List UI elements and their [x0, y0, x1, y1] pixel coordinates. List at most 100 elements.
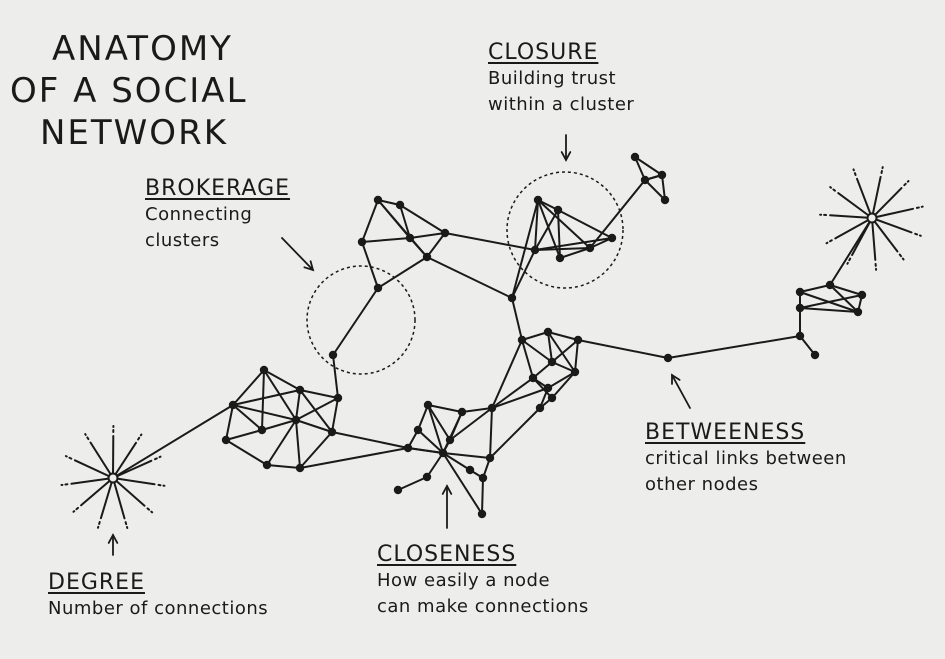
degree-hub-spoke	[60, 483, 69, 486]
network-edge	[829, 284, 863, 296]
network-node	[107, 472, 119, 484]
network-edge	[644, 179, 666, 201]
degree-hub-spoke	[112, 477, 156, 486]
degree-hub-spoke-right	[825, 239, 833, 245]
network-edge	[559, 247, 591, 259]
network-edge	[232, 369, 265, 406]
network-edge	[261, 419, 297, 431]
network-edge	[547, 371, 576, 389]
degree-hub-spoke	[89, 441, 114, 479]
network-nodes	[107, 152, 878, 519]
closure-desc-line-2: within a cluster	[488, 94, 635, 115]
network-node	[853, 307, 863, 317]
network-node	[485, 453, 495, 463]
network-node	[866, 212, 878, 224]
closure-arrow	[560, 134, 572, 162]
network-edge	[417, 404, 429, 431]
network-edge	[377, 199, 428, 258]
degree-hub-spoke-right	[914, 232, 922, 237]
network-edge	[799, 307, 859, 313]
network-edge	[532, 377, 553, 399]
network-edge	[417, 429, 444, 454]
network-edge	[399, 204, 446, 234]
closeness-label: CLOSENESS How easily a node can make con…	[377, 542, 589, 620]
degree-hub-spoke-right	[837, 192, 873, 219]
network-node	[547, 393, 557, 403]
network-node	[413, 425, 423, 435]
network-edge	[521, 339, 534, 379]
degree-hub-spoke	[72, 506, 79, 513]
betweeness-label: BETWEENESS critical links between other …	[645, 420, 847, 498]
network-node	[445, 435, 455, 445]
network-edge	[521, 331, 549, 341]
network-edge	[266, 419, 297, 466]
network-edge	[232, 389, 301, 406]
network-edge	[511, 297, 523, 341]
network-node	[457, 407, 467, 417]
network-edge	[511, 249, 536, 299]
network-edge	[332, 354, 339, 399]
degree-hub-spoke-right	[871, 217, 899, 253]
network-node	[810, 350, 820, 360]
degree-hub-spoke	[80, 477, 114, 507]
degree-heading: DEGREE	[48, 570, 145, 595]
network-edge	[295, 389, 301, 421]
network-node	[530, 245, 540, 255]
network-node	[795, 303, 805, 313]
network-edge	[634, 156, 663, 176]
closure-label: CLOSURE Building trust within a cluster	[488, 40, 634, 118]
network-edge	[442, 411, 463, 454]
network-node	[543, 383, 553, 393]
network-edge	[407, 447, 444, 454]
degree-hub-spoke	[157, 483, 166, 487]
diagram-title: ANATOMY OF A SOCIAL NETWORK	[10, 28, 248, 154]
network-edge	[442, 452, 491, 459]
betweeness-arrow	[671, 373, 691, 409]
network-edge	[461, 407, 493, 413]
network-edge	[574, 339, 579, 373]
network-edge	[295, 419, 301, 469]
closure-desc-line-1: Building trust	[488, 68, 617, 89]
network-node	[478, 473, 488, 483]
degree-hub-spoke-right	[851, 217, 873, 256]
network-edge	[426, 232, 446, 258]
network-edge	[489, 407, 541, 459]
network-edge	[534, 199, 539, 251]
highlight-circles	[306, 171, 624, 375]
network-edge	[225, 429, 263, 441]
network-node	[555, 253, 565, 263]
closeness-heading: CLOSENESS	[377, 542, 517, 567]
network-edge	[577, 339, 669, 359]
network-edge	[331, 431, 409, 449]
network-edge	[377, 256, 428, 289]
network-edge	[332, 287, 379, 356]
network-edge	[442, 452, 471, 471]
network-edge	[557, 209, 613, 239]
network-node	[795, 331, 805, 341]
title-line-3: NETWORK	[40, 113, 228, 153]
network-node	[259, 365, 269, 375]
network-node	[533, 195, 543, 205]
network-edge	[491, 339, 523, 409]
brokerage-desc-line-1: Connecting	[145, 204, 253, 225]
degree-hub-spoke-right	[871, 187, 903, 219]
network-node	[607, 233, 617, 243]
network-node	[547, 357, 557, 367]
betweeness-heading: BETWEENESS	[645, 420, 806, 445]
network-edge	[426, 452, 444, 478]
degree-hub-spoke-right	[871, 217, 877, 261]
degree-hub-spoke-right	[880, 166, 884, 174]
network-edge	[481, 477, 484, 515]
network-edge	[551, 371, 576, 399]
network-node	[262, 460, 272, 470]
network-node	[328, 350, 338, 360]
network-node	[438, 448, 448, 458]
degree-hub-spoke-right	[898, 253, 905, 261]
network-edge	[799, 284, 831, 293]
network-edge	[331, 397, 339, 433]
degree-hub-spoke	[112, 459, 153, 479]
network-node	[660, 195, 670, 205]
network-edge	[534, 247, 591, 251]
degree-hub-spoke	[124, 521, 129, 529]
network-edge	[491, 377, 534, 409]
